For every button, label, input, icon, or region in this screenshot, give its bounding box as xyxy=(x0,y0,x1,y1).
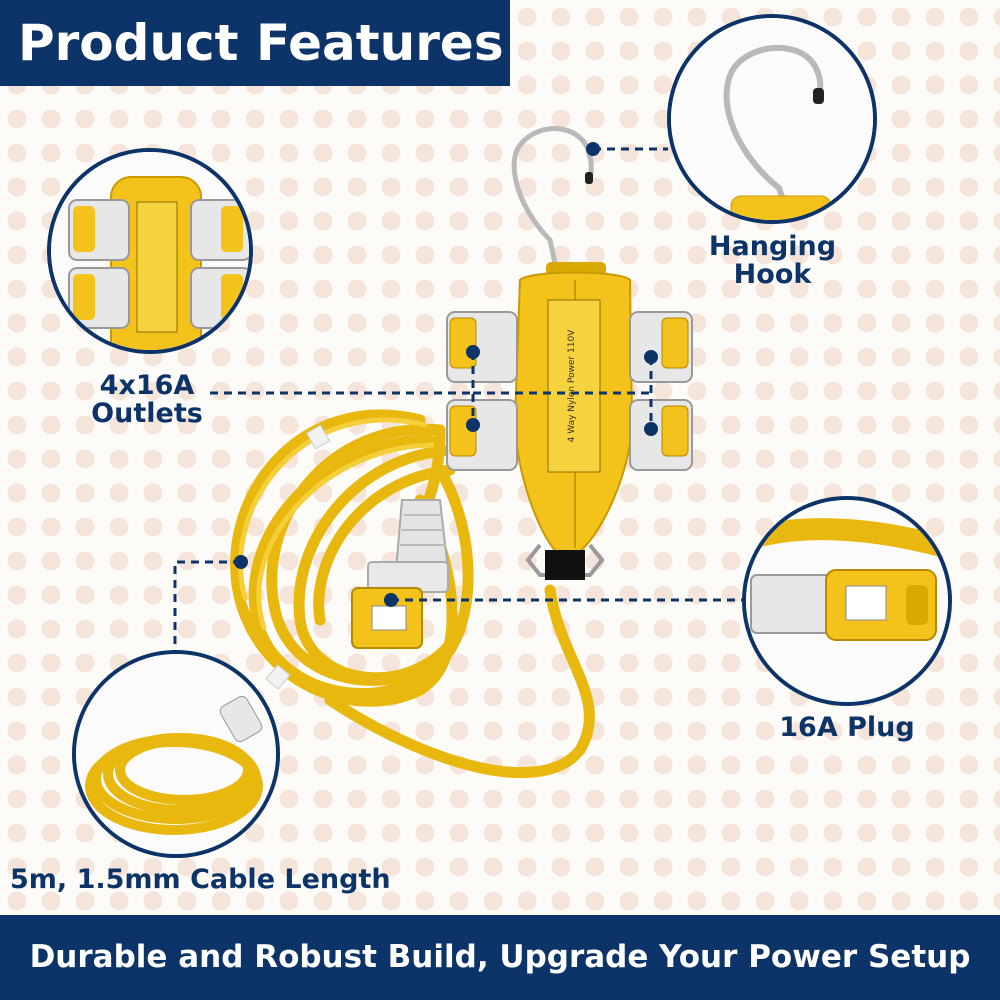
plug xyxy=(351,499,450,649)
footer-banner: Durable and Robust Build, Upgrade Your P… xyxy=(0,915,1000,1000)
cable-coil xyxy=(230,409,474,707)
socket-unit: 4 Way Nylon Power 110V xyxy=(513,271,634,580)
title-banner: Product Features xyxy=(0,0,510,86)
callout-dots xyxy=(234,142,658,607)
callout-lines xyxy=(173,147,747,654)
hook-wire xyxy=(511,126,594,271)
plug-label: 16A Plug xyxy=(779,712,915,743)
sockets xyxy=(446,311,693,471)
plug-closeup-circle xyxy=(742,496,952,706)
svg-text:4 Way Nylon Power 110V: 4 Way Nylon Power 110V xyxy=(567,329,577,442)
outlets-closeup-circle xyxy=(47,148,253,354)
hook-closeup-circle xyxy=(667,14,877,224)
cable-closeup-circle xyxy=(72,650,280,858)
outlets-label: 4x16A Outlets xyxy=(91,370,203,429)
cable-label: 5m, 1.5mm Cable Length xyxy=(10,864,391,895)
hook-label: Hanging Hook xyxy=(708,231,837,290)
page-title: Product Features xyxy=(18,14,504,72)
footer-tagline: Durable and Robust Build, Upgrade Your P… xyxy=(29,939,971,975)
